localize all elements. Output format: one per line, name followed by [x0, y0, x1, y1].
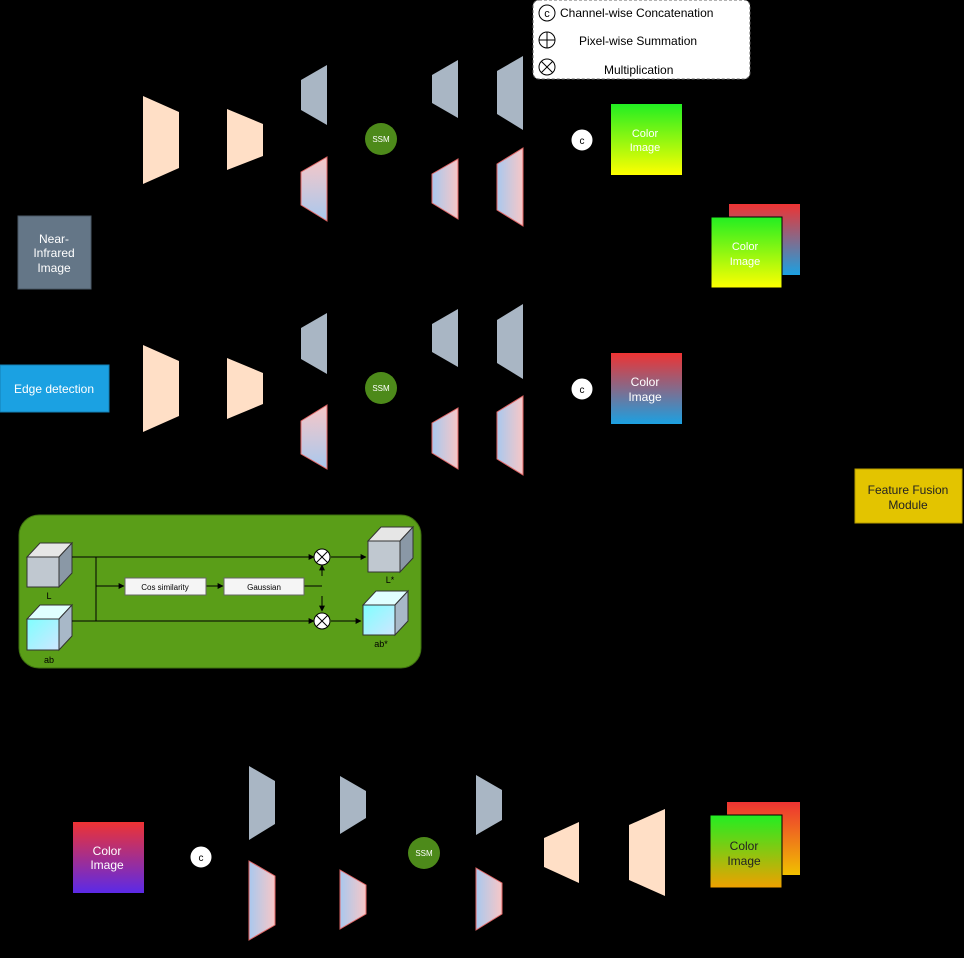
mult-node-bottom [313, 612, 331, 630]
bottom-gray-1 [249, 766, 275, 840]
mid-encoder-1 [143, 345, 179, 432]
top-gray-1 [301, 65, 327, 125]
svg-text:Color: Color [730, 839, 759, 853]
svg-text:Color: Color [732, 241, 759, 253]
svg-text:Image: Image [630, 142, 661, 154]
bottom-pink-3 [475, 867, 503, 931]
svg-text:c: c [580, 385, 585, 396]
top-gray-3 [497, 56, 523, 130]
l-cube [25, 541, 74, 589]
top-output-image [611, 104, 682, 175]
bottom-gray-2 [340, 776, 366, 834]
legend: c Channel-wise Concatenation Pixel-wise … [532, 0, 751, 80]
concat-legend-label: Channel-wise Concatenation [560, 6, 713, 20]
svg-text:L: L [46, 591, 51, 601]
bottom-input-image [73, 822, 144, 893]
svg-text:Image: Image [90, 858, 124, 872]
top-branch: SSM c Color Image [143, 56, 682, 227]
top-pink-2 [431, 158, 459, 220]
svg-text:Image: Image [628, 390, 662, 404]
bottom-gray-3 [476, 775, 502, 835]
top-ssm-node [365, 123, 397, 155]
top-pink-3 [496, 147, 524, 227]
bottom-concat-node [189, 845, 213, 869]
ssm-module-detail: L ab Cos similarity Gaussian [18, 514, 422, 669]
edge-detection-box: Edge detection [0, 364, 110, 413]
gaussian-box [223, 577, 305, 596]
bottom-pink-1 [248, 860, 276, 941]
mid-pink-3 [496, 395, 524, 476]
feature-fusion-module: Feature Fusion Module [854, 468, 963, 524]
svg-text:Image: Image [730, 256, 761, 268]
mid-gray-2 [432, 309, 458, 367]
ab-cube [25, 603, 74, 652]
svg-text:Color: Color [93, 844, 122, 858]
mid-pink-2 [431, 407, 459, 470]
mid-concat-node [570, 377, 594, 401]
svg-text:Near-: Near- [39, 232, 69, 246]
svg-text:Feature Fusion: Feature Fusion [868, 483, 949, 497]
bottom-output-image: Color Image [709, 802, 800, 889]
mid-output-image [611, 353, 682, 424]
top-concat-node [570, 128, 594, 152]
top-encoder-2 [227, 109, 263, 170]
sum-legend-label: Pixel-wise Summation [579, 34, 697, 48]
mid-gray-3 [497, 304, 523, 379]
mid-branch: SSM c Color Image [143, 304, 682, 476]
mid-pink-1 [300, 404, 328, 470]
svg-text:SSM: SSM [372, 384, 390, 393]
svg-text:Image: Image [37, 261, 71, 275]
cos-similarity-box [124, 577, 207, 596]
concat-legend-icon [538, 4, 556, 22]
svg-text:Infrared: Infrared [33, 246, 74, 260]
sum-legend-icon [538, 31, 556, 49]
mid-gray-1 [301, 313, 327, 374]
top-encoder-1 [143, 96, 179, 184]
ab-star-cube [361, 589, 410, 637]
concat-legend-symbol: c [544, 8, 550, 20]
mid-encoder-2 [227, 358, 263, 419]
top-gray-2 [432, 60, 458, 118]
mult-legend-icon [538, 58, 556, 76]
bottom-decoder-2 [629, 809, 665, 896]
nir-input-box: Near- Infrared Image [17, 215, 92, 290]
svg-text:SSM: SSM [372, 135, 390, 144]
mult-legend-label: Multiplication [604, 63, 673, 77]
svg-text:Gaussian: Gaussian [247, 583, 281, 592]
svg-text:L*: L* [386, 575, 395, 585]
mid-ssm-node [365, 372, 397, 404]
svg-text:Color: Color [632, 128, 659, 140]
top-pink-1 [300, 156, 328, 222]
svg-text:c: c [199, 853, 204, 864]
bottom-ssm-node [408, 837, 440, 869]
svg-text:Edge detection: Edge detection [14, 382, 94, 396]
mult-node-top [313, 548, 331, 566]
svg-text:Image: Image [727, 854, 761, 868]
bottom-branch: Color Image c SSM Color Image [73, 766, 800, 941]
l-star-cube [366, 525, 415, 574]
bottom-pink-2 [339, 869, 367, 930]
svg-text:ab*: ab* [374, 639, 388, 649]
svg-text:Module: Module [888, 498, 928, 512]
svg-text:SSM: SSM [415, 849, 433, 858]
svg-text:c: c [580, 136, 585, 147]
svg-text:Cos similarity: Cos similarity [141, 583, 189, 592]
svg-text:ab: ab [44, 655, 54, 665]
svg-text:Color: Color [631, 375, 660, 389]
bottom-decoder-1 [544, 822, 579, 883]
stacked-output-image: Color Image [710, 204, 800, 289]
